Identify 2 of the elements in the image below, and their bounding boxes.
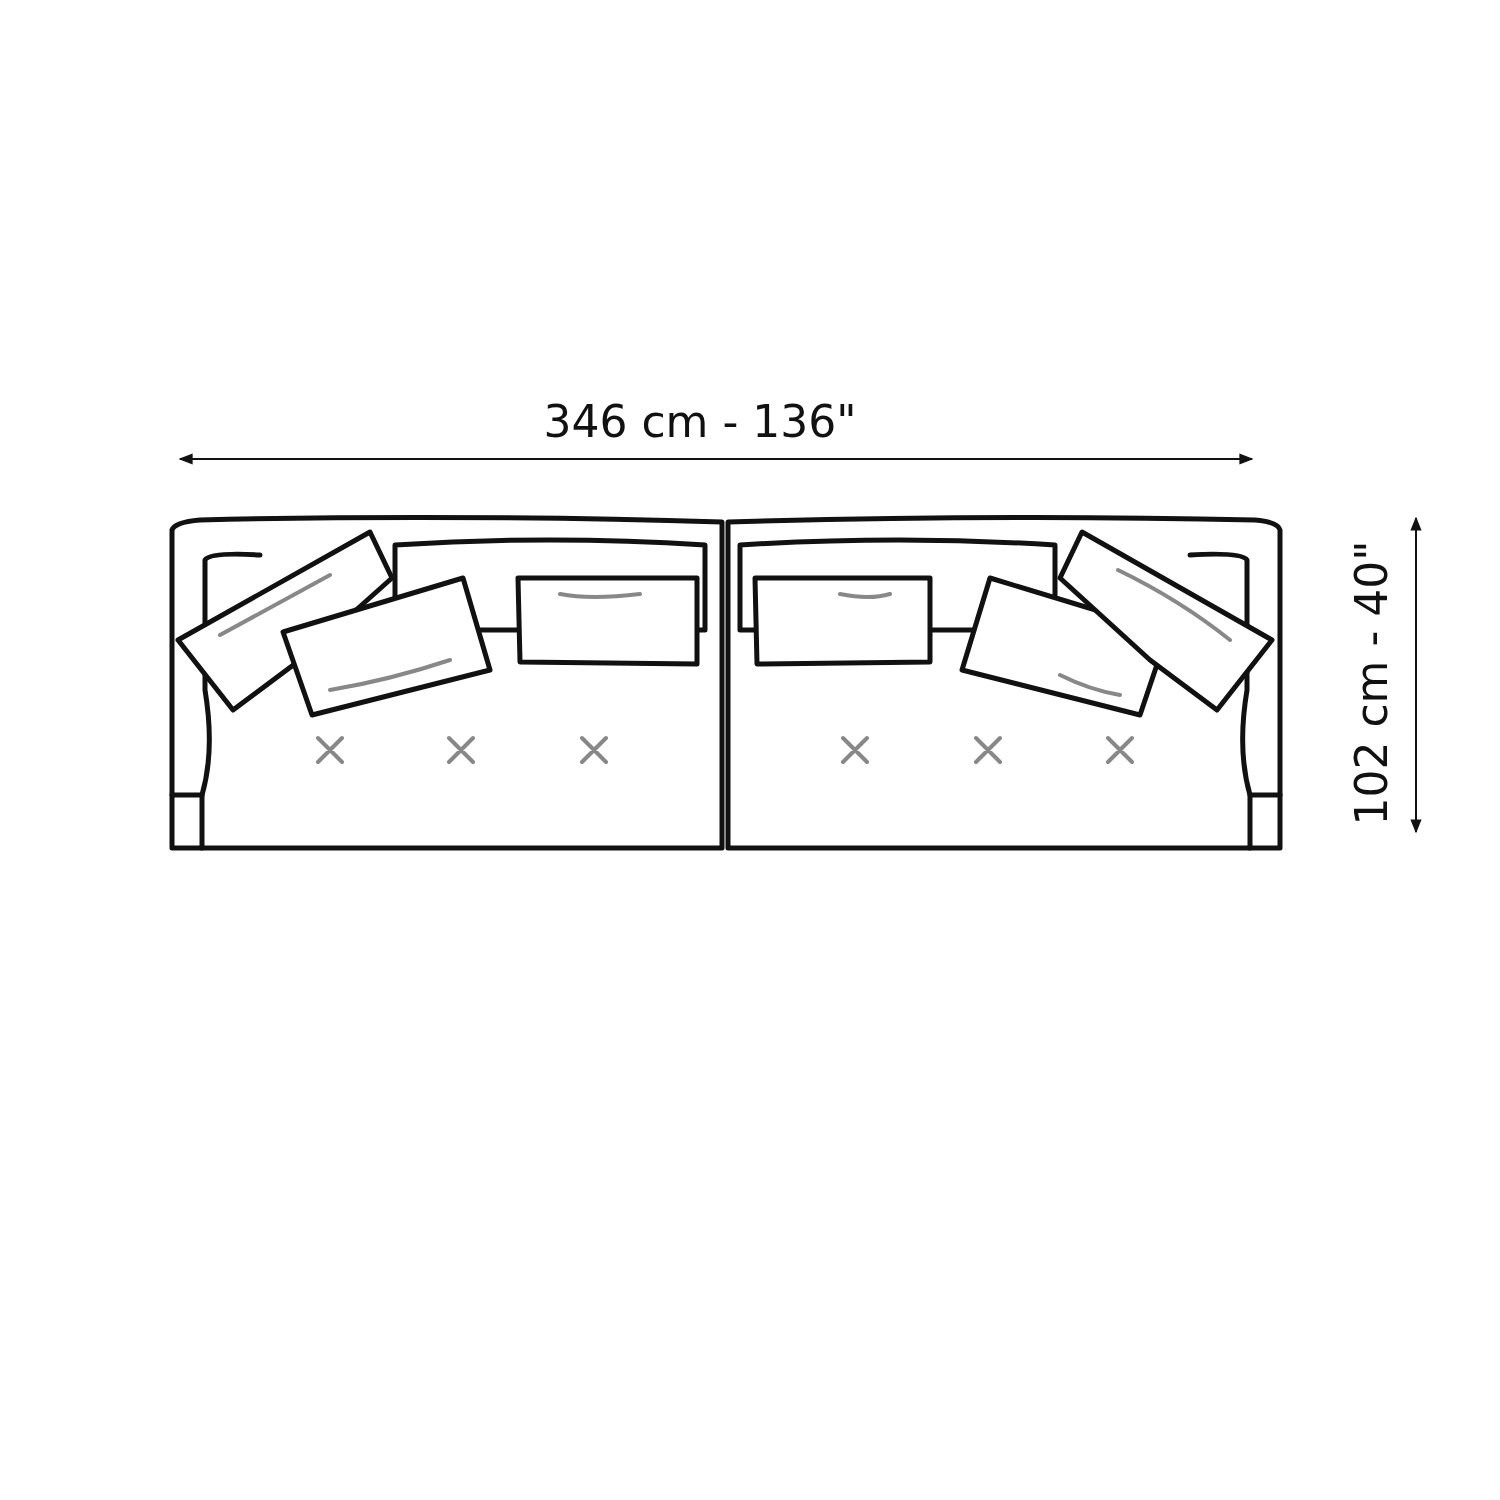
dimension-label: 346 cm - 136" <box>543 400 857 444</box>
dimension-label: 102 cm - 40" <box>1350 540 1394 826</box>
